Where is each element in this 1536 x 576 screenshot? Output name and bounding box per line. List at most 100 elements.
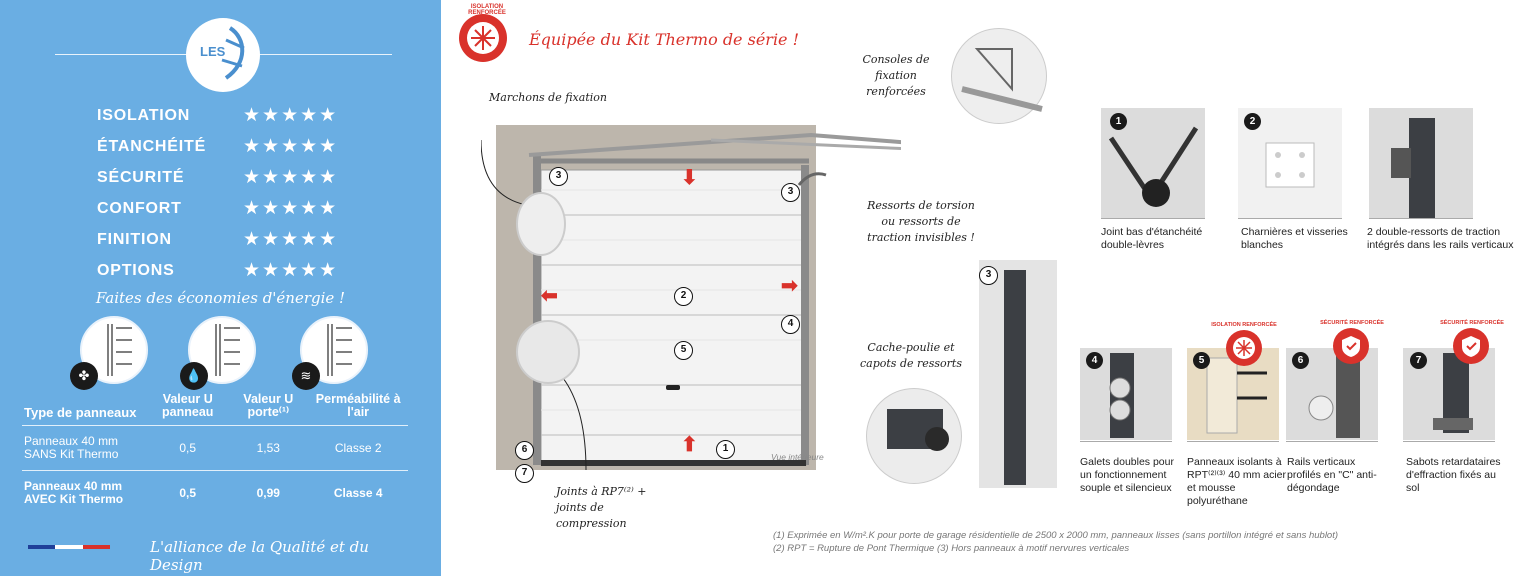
feature-caption: Galets doubles pour un fonctionnement so… [1080, 456, 1174, 494]
footnote: (2) RPT = Rupture de Pont Thermique (3) … [773, 543, 1130, 554]
stars-icon: ★★★★★ [243, 105, 339, 126]
seal-detail-image [516, 320, 580, 384]
rating-label: FINITION [97, 230, 172, 248]
arrow-down-icon: ⬇ [681, 167, 698, 189]
feature-caption: Joint bas d'étanchéité double-lèvres [1101, 226, 1203, 251]
divider [1080, 441, 1172, 442]
french-flag-icon [28, 545, 110, 549]
isolation-badge [459, 14, 507, 62]
stars-icon: ★★★★★ [243, 136, 339, 157]
snowflake-icon [467, 22, 499, 54]
table-header: Valeur U porte⁽¹⁾ [243, 392, 294, 419]
door-number-badge: 3 [781, 183, 800, 202]
feature-number-badge: 6 [1292, 352, 1309, 369]
door-number-badge: 3 [549, 167, 568, 186]
rating-row: OPTIONS ★★★★★ [97, 255, 338, 286]
table-cell: Classe 2 [308, 425, 408, 471]
marchons-label: Marchons de fixation [489, 91, 607, 104]
table-header: Valeur U panneau [162, 392, 214, 419]
divider [1403, 441, 1495, 442]
rating-row: FINITION ★★★★★ [97, 224, 338, 255]
isolation-badge [1226, 330, 1262, 366]
feature-4-image [1080, 348, 1172, 440]
fan-icon: ✤ [70, 362, 98, 390]
divider [1369, 218, 1473, 219]
door-number-badge: 7 [515, 464, 534, 483]
divider [1187, 441, 1279, 442]
arrow-up-icon: ⬆ [681, 434, 698, 456]
rail-detail-image [979, 260, 1057, 488]
rating-label: SÉCURITÉ [97, 168, 185, 186]
energy-slogan: Faites des économies d'énergie ! [95, 289, 346, 307]
footnote: (1) Exprimée en W/m².K pour porte de gar… [773, 530, 1339, 541]
feature-caption: Charnières et visseries blanches [1241, 226, 1348, 251]
stars-icon: ★★★★★ [243, 229, 339, 250]
door-number-badge: 2 [674, 287, 693, 306]
table-cell: 0,5 [147, 425, 229, 471]
table-header: Perméabilité à l'air [315, 392, 401, 419]
rating-row: CONFORT ★★★★★ [97, 193, 338, 224]
stars-icon: ★★★★★ [243, 198, 339, 219]
security-badge [1453, 328, 1489, 364]
pulley-cover-image [866, 388, 962, 484]
feature-3-image [1369, 108, 1473, 218]
arrow-right-icon: ➡ [781, 275, 798, 297]
joints-label: Joints à RP7⁽²⁾ + joints de compression [556, 485, 647, 530]
feature-number-badge: 5 [1193, 352, 1210, 369]
stars-icon: ★★★★★ [243, 167, 339, 188]
performance-table: Type de panneaux Valeur U panneau Valeur… [22, 391, 408, 515]
feature-caption: Rails verticaux profilés en "C" anti-dég… [1287, 456, 1377, 494]
water-drops-icon: 💧 [180, 362, 208, 390]
feature-number-badge: 7 [1410, 352, 1427, 369]
logo-swoosh-icon [221, 26, 245, 80]
badge-label: SÉCURITÉ RENFORCÉE [1320, 320, 1384, 326]
rating-row: ÉTANCHÉITÉ ★★★★★ [97, 131, 338, 162]
table-cell: Panneaux 40 mm SANS Kit Thermo [22, 425, 148, 471]
feature-number-badge: 2 [1244, 113, 1261, 130]
rating-row: SÉCURITÉ ★★★★★ [97, 162, 338, 193]
table-row: Panneaux 40 mm SANS Kit Thermo 0,5 1,53 … [22, 425, 408, 471]
stars-icon: ★★★★★ [243, 260, 339, 281]
shield-icon [1462, 336, 1480, 357]
console-detail-image [951, 28, 1047, 124]
ressorts-label: Ressorts de torsion ou ressorts de tract… [867, 199, 975, 244]
rating-label: ISOLATION [97, 106, 191, 124]
brand-logo: LES [186, 18, 260, 92]
page-title: Équipée du Kit Thermo de série ! [529, 30, 800, 49]
arrow-left-icon: ⬅ [541, 285, 558, 307]
feature-caption: Sabots retardataires d'effraction fixés … [1406, 456, 1501, 494]
feature-caption: 2 double-ressorts de traction intégrés d… [1367, 226, 1514, 251]
rating-label: CONFORT [97, 199, 182, 217]
table-cell: Panneaux 40 mm AVEC Kit Thermo [22, 470, 148, 515]
badge-label: ISOLATION RENFORCÉE [1211, 322, 1277, 328]
quality-slogan: L'alliance de la Qualité et du Design [150, 538, 369, 574]
logo-text: LES [200, 44, 226, 59]
door-number-badge: 5 [674, 341, 693, 360]
table-cell: Classe 4 [308, 470, 408, 515]
badge-label: ISOLATION RENFORCÉE [468, 4, 506, 16]
snowflake-icon [1233, 337, 1255, 359]
rating-row: ISOLATION ★★★★★ [97, 100, 338, 131]
feature-caption: Panneaux isolants à RPT⁽²⁾⁽³⁾ 40 mm acie… [1187, 456, 1286, 507]
divider [1101, 218, 1205, 219]
vue-label: Vue intérieure [771, 452, 824, 462]
rating-label: OPTIONS [97, 261, 175, 279]
table-header-row: Type de panneaux Valeur U panneau Valeur… [22, 391, 408, 426]
table-cell: 1,53 [228, 425, 309, 471]
info-panel: LES ISOLATION ★★★★★ ÉTANCHÉITÉ ★★★★★ SÉC… [0, 0, 441, 576]
consoles-label: Consoles de fixation renforcées [862, 53, 930, 98]
product-illustration: ISOLATION RENFORCÉE Équipée du Kit Therm… [441, 0, 1536, 576]
rating-label: ÉTANCHÉITÉ [97, 137, 207, 155]
ratings-list: ISOLATION ★★★★★ ÉTANCHÉITÉ ★★★★★ SÉCURIT… [97, 100, 338, 286]
security-badge [1333, 328, 1369, 364]
shield-icon [1342, 336, 1360, 357]
wind-icon: ≋ [292, 362, 320, 390]
door-number-badge: 1 [716, 440, 735, 459]
door-number-badge: 4 [781, 315, 800, 334]
feature-7-image [1403, 348, 1495, 440]
bracket-detail-image [516, 192, 566, 256]
door-number-badge: 6 [515, 441, 534, 460]
table-row: Panneaux 40 mm AVEC Kit Thermo 0,5 0,99 … [22, 470, 408, 515]
feature-number-badge: 4 [1086, 352, 1103, 369]
feature-number-badge: 1 [1110, 113, 1127, 130]
